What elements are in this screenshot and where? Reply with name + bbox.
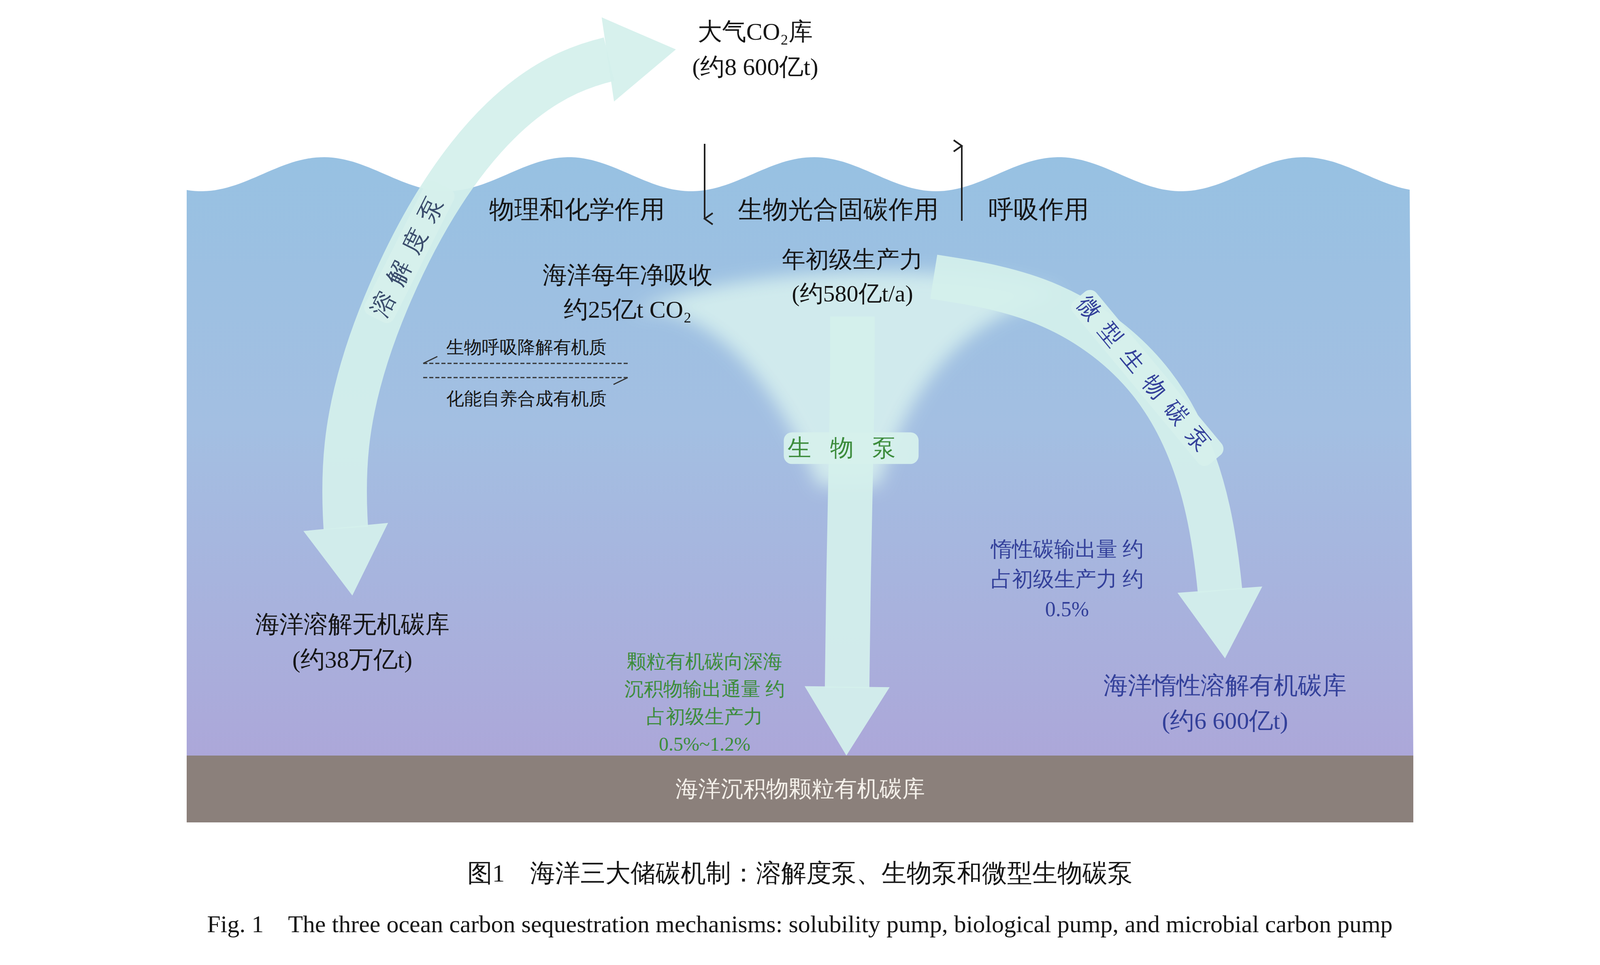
process-label: 生物呼吸降解有机质 bbox=[446, 334, 607, 361]
release-arrow bbox=[960, 145, 963, 221]
half-arrowhead bbox=[423, 356, 438, 364]
process-label: 化能自养合成有机质 bbox=[446, 386, 607, 412]
process-label: 物理和化学作用 bbox=[489, 191, 665, 228]
pump-arrowhead bbox=[1177, 586, 1263, 659]
node-text: 海洋沉积物颗粒有机碳库 bbox=[675, 772, 925, 806]
rdoc-reservoir: 海洋惰性溶解有机碳库 (约6 600亿t) bbox=[1091, 658, 1359, 748]
dic-reservoir: 海洋溶解无机碳库 (约38万亿t) bbox=[244, 595, 461, 689]
degradation-line bbox=[423, 362, 628, 365]
primary-production: 年初级生产力 (约580亿t/a) bbox=[771, 236, 934, 317]
microbial-carbon-pump bbox=[933, 276, 1263, 659]
process-label: 呼吸作用 bbox=[988, 191, 1089, 228]
figure-caption: 图1 海洋三大储碳机制：溶解度泵、生物泵和微型生物碳泵 bbox=[467, 854, 1133, 891]
node-text: 海洋溶解无机碳库 (约38万亿t) bbox=[251, 606, 454, 678]
atmosphere-reservoir: 大气CO₂库 (约8 600亿t) bbox=[675, 10, 835, 89]
synthesis-line bbox=[423, 377, 628, 379]
half-arrowhead bbox=[613, 377, 628, 385]
pump-arrowhead bbox=[804, 686, 890, 756]
pump-arrowhead bbox=[303, 522, 388, 596]
node-text: 大气CO₂库 (约8 600亿t) bbox=[682, 14, 829, 85]
pump-arrow-body bbox=[933, 276, 1226, 659]
flux-note: 惰性碳输出量 约占初级生产力 约0.5% bbox=[990, 534, 1145, 624]
ocean-water bbox=[186, 157, 1414, 758]
sediment-band: 海洋沉积物颗粒有机碳库 bbox=[186, 755, 1414, 823]
english-caption: Fig. 1 The three ocean carbon sequestrat… bbox=[206, 906, 1393, 942]
pump-label: 生物泵 bbox=[783, 432, 919, 465]
flux-note: 颗粒有机碳向深海 沉积物输出通量 约占初级生产力 0.5%~1.2% bbox=[624, 647, 785, 759]
node-text: 海洋惰性溶解有机碳库 (约6 600亿t) bbox=[1098, 667, 1352, 739]
uptake-note: 海洋每年净吸收 约25亿t CO₂ bbox=[539, 257, 717, 327]
uptake-arrow bbox=[703, 143, 706, 219]
process-label: 生物光合固碳作用 bbox=[737, 191, 939, 228]
node-text: 年初级生产力 (约580亿t/a) bbox=[778, 242, 927, 311]
pump-arrowhead bbox=[601, 17, 676, 102]
biological-pump bbox=[804, 316, 890, 756]
